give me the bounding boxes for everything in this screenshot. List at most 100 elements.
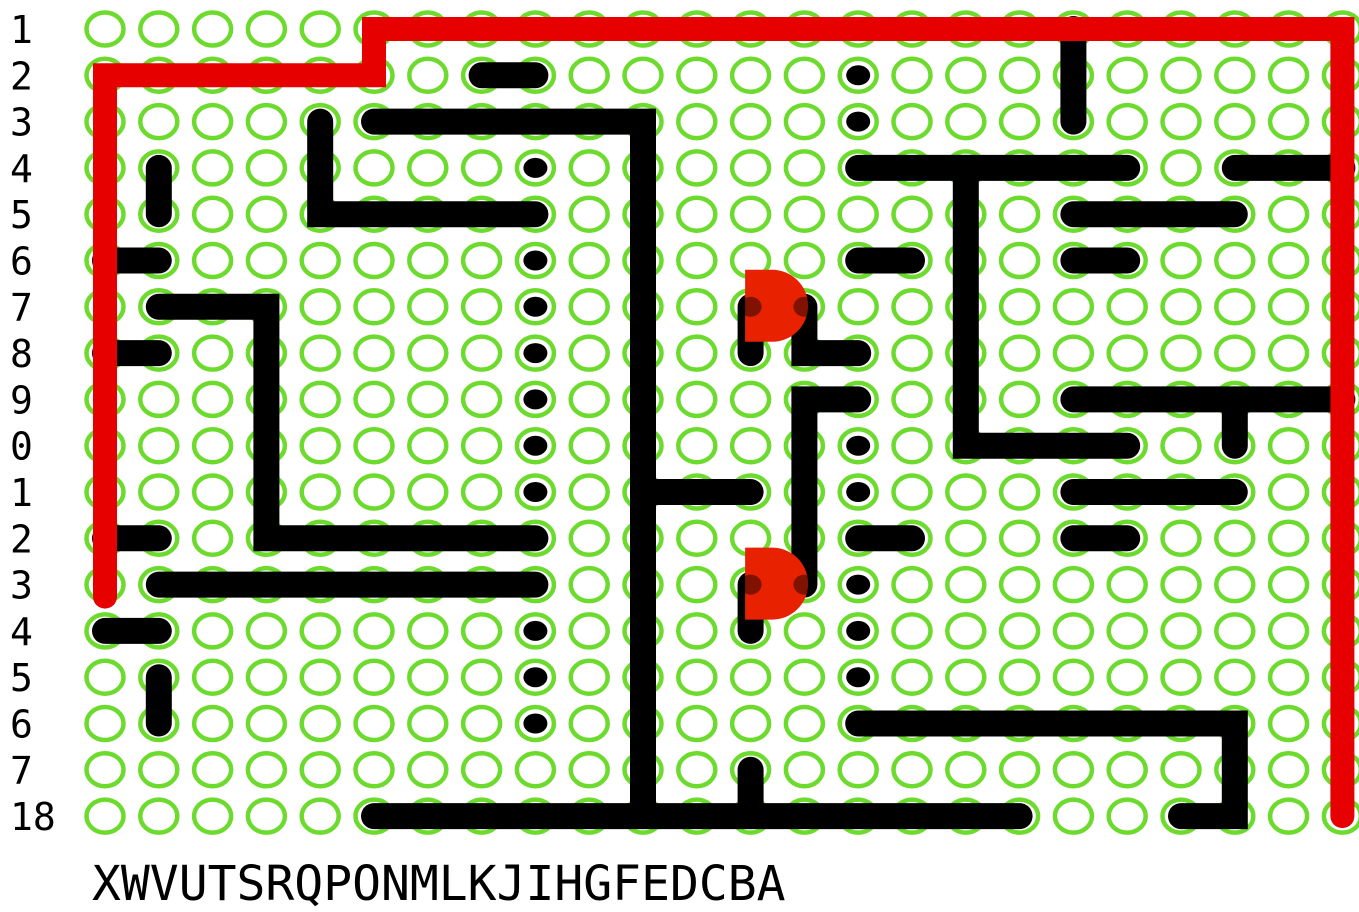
board-hole	[194, 198, 231, 231]
board-hole	[1109, 661, 1146, 694]
board-hole	[678, 661, 715, 694]
row-label: 7	[10, 749, 33, 793]
board-hole	[1055, 800, 1092, 833]
board-hole	[356, 244, 393, 277]
board-hole	[409, 429, 446, 462]
board-hole	[409, 661, 446, 694]
board-hole	[409, 383, 446, 416]
row-label: 6	[10, 703, 33, 747]
board-hole	[194, 707, 231, 740]
pin-dot	[523, 343, 547, 363]
board-hole	[356, 476, 393, 509]
board-hole	[140, 800, 177, 833]
board-hole	[194, 337, 231, 370]
board-hole	[894, 614, 931, 647]
board-hole	[571, 661, 608, 694]
board-hole	[1001, 244, 1038, 277]
board-hole	[248, 13, 285, 46]
board-hole	[409, 151, 446, 184]
board-hole	[248, 244, 285, 277]
pin-dot	[846, 436, 870, 456]
board-hole	[87, 800, 124, 833]
board-hole	[947, 476, 984, 509]
board-hole	[1109, 800, 1146, 833]
pin-dot	[523, 251, 547, 271]
board-hole	[1163, 151, 1200, 184]
board-hole	[571, 568, 608, 601]
board-hole	[1216, 568, 1253, 601]
board-hole	[1270, 661, 1307, 694]
board-hole	[409, 707, 446, 740]
board-hole	[463, 383, 500, 416]
board-hole	[894, 661, 931, 694]
board-hole	[140, 13, 177, 46]
board-hole	[678, 59, 715, 92]
board-hole	[194, 13, 231, 46]
board-hole	[87, 661, 124, 694]
board-hole	[1001, 614, 1038, 647]
board-hole	[1001, 290, 1038, 323]
board-hole	[248, 105, 285, 138]
board-hole	[302, 661, 339, 694]
board-hole	[517, 753, 554, 786]
board-hole	[409, 476, 446, 509]
pin-dot	[523, 389, 547, 409]
row-label: 2	[10, 54, 33, 98]
pin-dot	[846, 482, 870, 502]
board-hole	[947, 614, 984, 647]
board-hole	[571, 522, 608, 555]
board-hole	[1216, 59, 1253, 92]
board-hole	[571, 429, 608, 462]
pin-dot	[523, 436, 547, 456]
board-hole	[1109, 59, 1146, 92]
pin-dot	[846, 621, 870, 641]
board-hole	[302, 614, 339, 647]
board-hole	[140, 476, 177, 509]
board-hole	[732, 429, 769, 462]
board-hole	[840, 753, 877, 786]
board-hole	[1163, 337, 1200, 370]
board-hole	[356, 383, 393, 416]
board-hole	[1001, 522, 1038, 555]
board-hole	[678, 753, 715, 786]
board-hole	[678, 198, 715, 231]
board-hole	[786, 244, 823, 277]
board-hole	[571, 244, 608, 277]
board-hole	[302, 290, 339, 323]
row-label: 7	[10, 286, 33, 330]
row-label: 18	[10, 795, 56, 839]
board-hole	[409, 290, 446, 323]
board-hole	[571, 290, 608, 323]
board-hole	[786, 198, 823, 231]
board-hole	[140, 383, 177, 416]
board-hole	[678, 707, 715, 740]
board-hole	[678, 151, 715, 184]
board-hole	[894, 290, 931, 323]
board-hole	[678, 568, 715, 601]
board-hole	[356, 337, 393, 370]
board-hole	[894, 383, 931, 416]
board-hole	[947, 105, 984, 138]
board-hole	[1270, 707, 1307, 740]
board-hole	[1001, 383, 1038, 416]
board-hole	[786, 614, 823, 647]
board-hole	[1163, 753, 1200, 786]
board-hole	[1163, 522, 1200, 555]
board-hole	[625, 59, 662, 92]
board-hole	[356, 290, 393, 323]
wire-layer	[105, 29, 1342, 816]
board-hole	[87, 707, 124, 740]
board-hole	[894, 198, 931, 231]
board-hole	[463, 476, 500, 509]
row-label: 6	[10, 240, 33, 284]
board-hole	[840, 198, 877, 231]
board-hole	[1163, 59, 1200, 92]
board-hole	[409, 337, 446, 370]
board-hole	[409, 244, 446, 277]
board-hole	[571, 59, 608, 92]
board-hole	[1055, 614, 1092, 647]
board-hole	[356, 707, 393, 740]
board-hole	[732, 707, 769, 740]
board-hole	[732, 151, 769, 184]
component-pin	[793, 575, 815, 595]
